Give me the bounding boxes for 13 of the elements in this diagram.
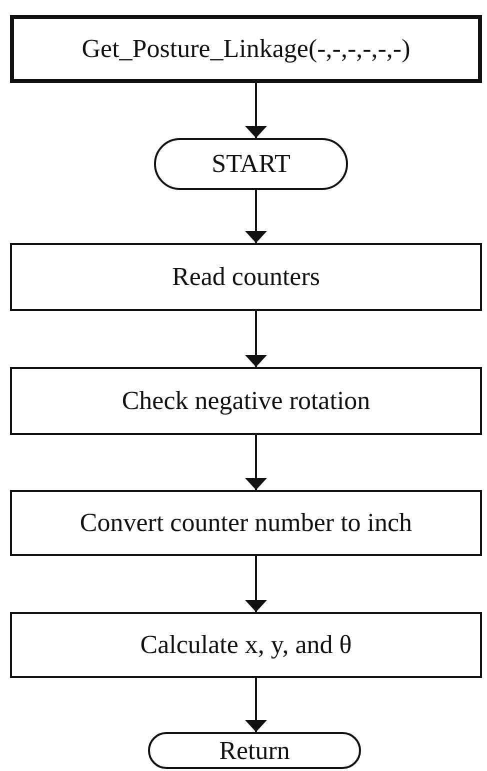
arrow <box>245 435 267 490</box>
arrow <box>245 556 267 612</box>
arrow <box>245 311 267 367</box>
arrow <box>245 678 267 732</box>
terminator: Return <box>148 732 361 769</box>
arrow <box>245 83 267 138</box>
process-box: Check negative rotation <box>10 367 482 435</box>
process-box: Convert counter number to inch <box>10 490 482 556</box>
function-header-box: Get_Posture_Linkage(-,-,-,-,-,-) <box>10 15 482 83</box>
process-box: Calculate x, y, and θ <box>10 612 482 678</box>
terminator: START <box>154 138 348 190</box>
arrow <box>245 190 267 243</box>
process-box: Read counters <box>10 243 482 311</box>
